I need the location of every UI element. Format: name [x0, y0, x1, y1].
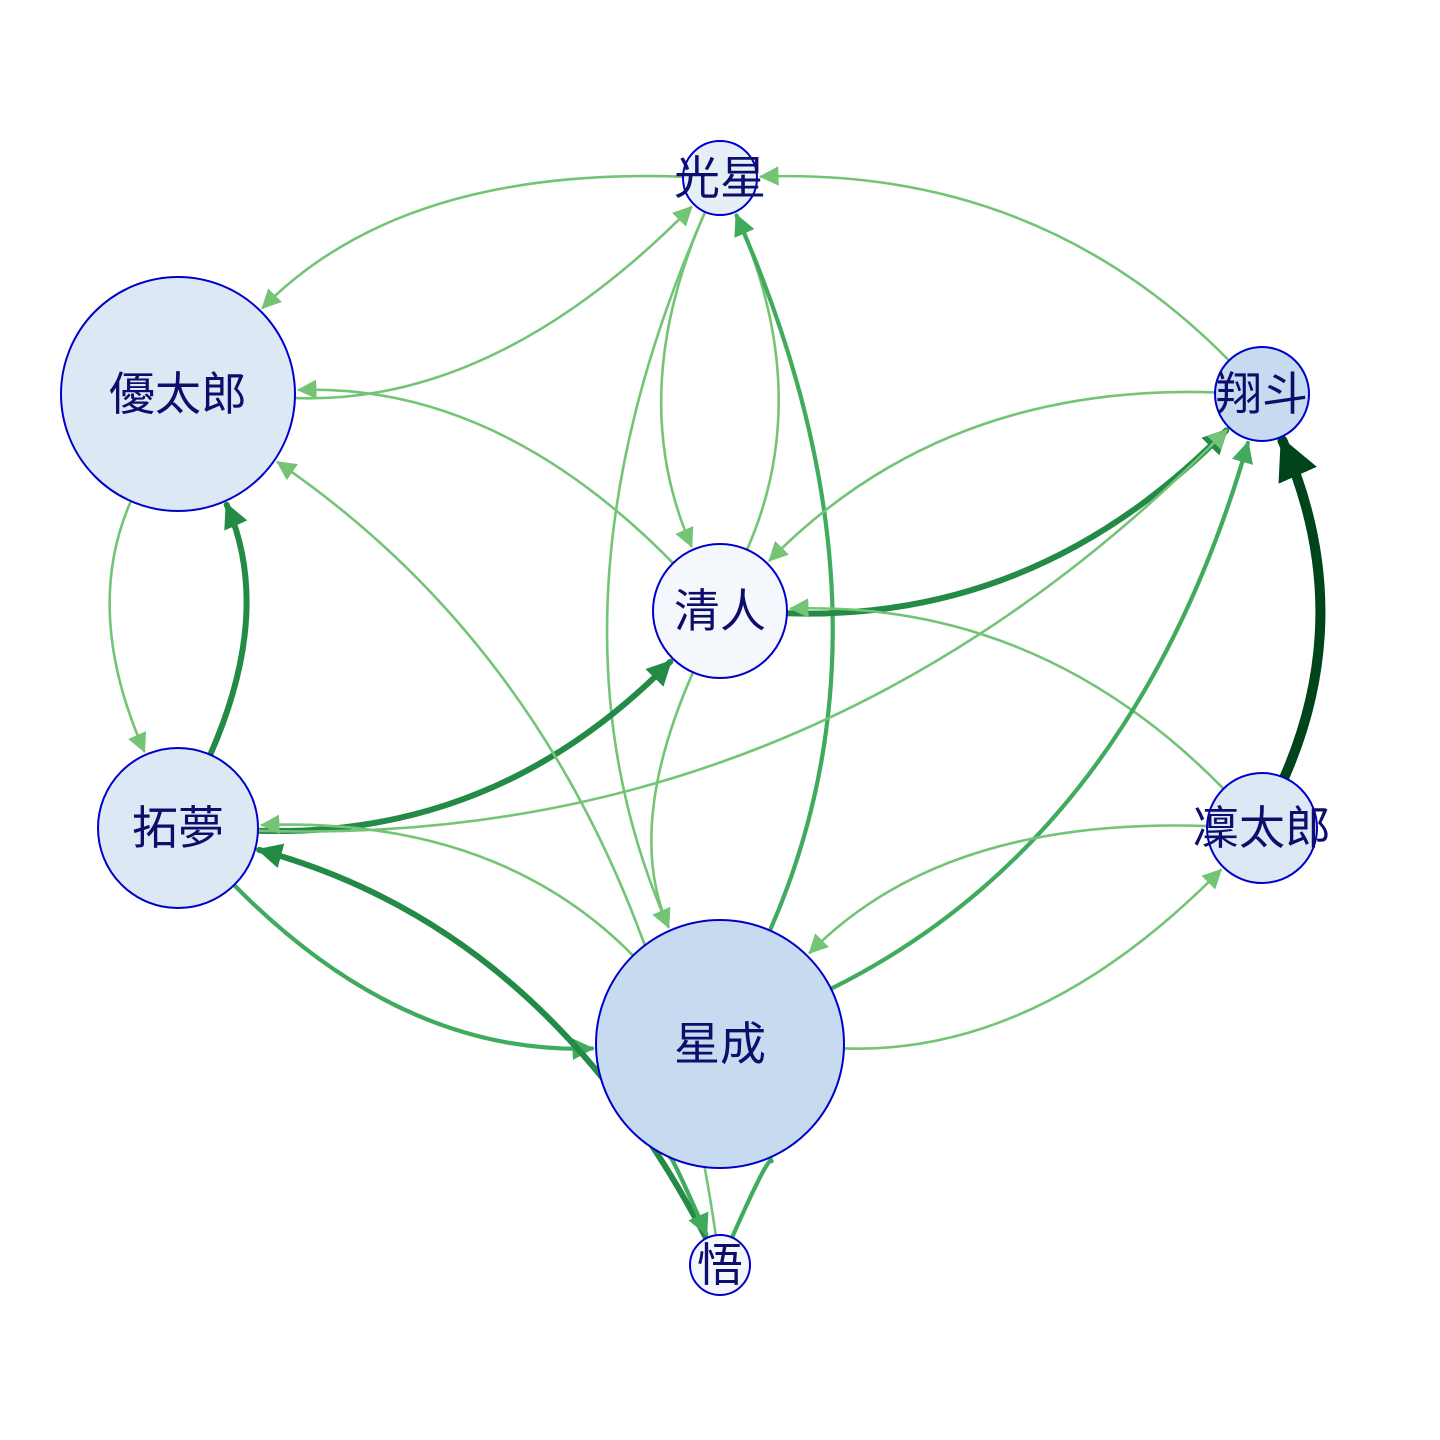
- edge-takumu-to-yutaro: [207, 501, 250, 758]
- edge-satoru-to-seisei: [730, 1138, 774, 1240]
- edge-takumu-to-seisei: [232, 882, 595, 1061]
- edge-takumu-to-kiyoto: [255, 658, 674, 835]
- edge-koboshi-to-seisei: [605, 210, 707, 929]
- node-label-takumu: 拓夢: [132, 801, 224, 855]
- node-circle-shoto: [1214, 346, 1310, 442]
- node-kiyoto: 清人: [652, 543, 788, 679]
- node-label-yutaro: 優太郎: [109, 367, 247, 421]
- node-yutaro: 優太郎: [60, 276, 296, 512]
- node-circle-kiyoto: [652, 543, 788, 679]
- edge-seisei-to-shoto: [828, 440, 1253, 991]
- node-shoto: 翔斗: [1214, 346, 1310, 442]
- node-rintaro: 凜太郎: [1193, 772, 1331, 884]
- edge-koboshi-to-yutaro: [261, 174, 685, 310]
- edge-shoto-to-kiyoto: [768, 390, 1217, 562]
- node-circle-rintaro: [1206, 772, 1318, 884]
- edge-seisei-to-koboshi: [734, 213, 835, 933]
- edge-shoto-to-koboshi: [759, 166, 1231, 362]
- node-circle-satoru: [689, 1234, 751, 1296]
- edge-rintaro-to-kiyoto: [789, 598, 1225, 790]
- node-satoru: 悟: [689, 1234, 751, 1296]
- node-label-seisei: 星成: [674, 1017, 766, 1071]
- edge-seisei-to-takumu: [259, 814, 635, 957]
- node-koboshi: 光星: [674, 140, 766, 216]
- node-label-kiyoto: 清人: [674, 584, 766, 638]
- node-label-shoto: 翔斗: [1216, 367, 1308, 421]
- edge-kiyoto-to-yutaro: [296, 379, 675, 565]
- edges-layer: [108, 166, 1326, 1242]
- node-circle-seisei: [595, 919, 845, 1169]
- edge-kiyoto-to-seisei: [650, 671, 695, 929]
- node-circle-takumu: [97, 747, 259, 909]
- node-label-satoru: 悟: [697, 1238, 743, 1292]
- edge-rintaro-to-shoto: [1277, 435, 1326, 783]
- node-circle-yutaro: [60, 276, 296, 512]
- edge-seisei-to-rintaro: [842, 868, 1222, 1050]
- edge-yutaro-to-koboshi: [293, 205, 693, 400]
- node-circle-koboshi: [682, 140, 758, 216]
- node-takumu: 拓夢: [97, 747, 259, 909]
- node-seisei: 星成: [595, 919, 845, 1169]
- edge-rintaro-to-seisei: [808, 824, 1209, 955]
- edge-satoru-to-takumu: [256, 843, 710, 1242]
- edge-yutaro-to-takumu: [108, 499, 147, 753]
- edge-seisei-to-satoru: [668, 1155, 709, 1236]
- node-label-rintaro: 凜太郎: [1193, 801, 1331, 855]
- node-label-koboshi: 光星: [674, 151, 766, 205]
- edge-kiyoto-to-shoto: [784, 427, 1230, 617]
- edge-takumu-to-shoto: [256, 429, 1228, 833]
